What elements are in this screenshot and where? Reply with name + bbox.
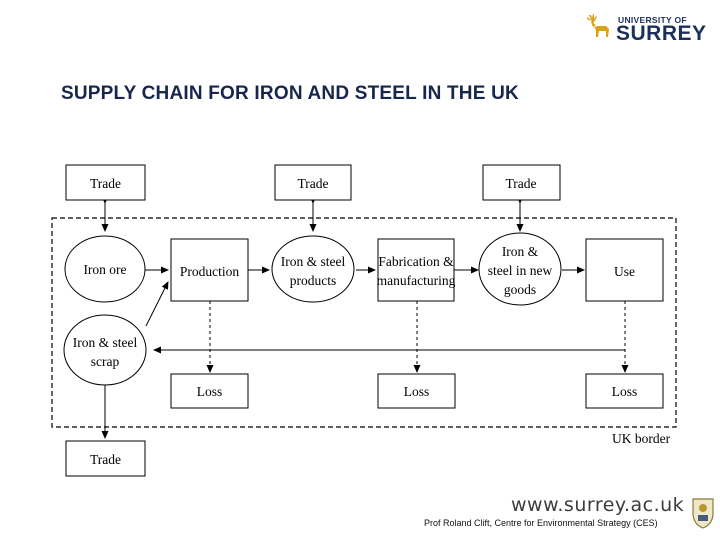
website-url: www.surrey.ac.uk	[511, 494, 685, 516]
trade-box-new-goods: Trade	[482, 164, 561, 201]
trade-box-iron-ore: Trade	[65, 164, 146, 201]
trade-box-products: Trade	[274, 164, 352, 201]
new-goods-label-line2: steel in new	[488, 263, 553, 278]
fabrication-label-line2: manufacturing	[377, 273, 456, 288]
fabrication-label-line1: Fabrication &	[378, 254, 454, 269]
loss-box-production: Loss	[170, 373, 249, 409]
loss-box-fabrication: Loss	[377, 373, 456, 409]
trade-label: Trade	[90, 452, 121, 467]
scrap-node: Iron & steel scrap	[63, 314, 147, 386]
use-label: Use	[614, 264, 635, 279]
logo-line-surrey: SURREY	[616, 22, 707, 45]
products-label-line1: Iron & steel	[281, 254, 346, 269]
products-node: Iron & steel products	[271, 235, 355, 303]
loss-box-use: Loss	[585, 373, 664, 409]
logo-line-university-of: UNIVERSITY OF	[618, 15, 687, 25]
loss-label: Loss	[197, 384, 223, 399]
trade-label: Trade	[90, 176, 121, 191]
uk-border-boundary	[51, 217, 677, 428]
crest-icon	[692, 498, 714, 529]
trade-box-scrap: Trade	[65, 440, 146, 477]
loss-label: Loss	[404, 384, 430, 399]
scrap-label-line2: scrap	[91, 354, 120, 369]
iron-ore-node: Iron ore	[64, 235, 146, 303]
products-label-line2: products	[290, 273, 337, 288]
production-label: Production	[180, 264, 239, 279]
stag-icon	[587, 14, 609, 37]
university-logo: UNIVERSITY OF SURREY	[584, 12, 707, 48]
scrap-label-line1: Iron & steel	[73, 335, 138, 350]
new-goods-node: Iron & steel in new goods	[478, 232, 562, 306]
author-credit: Prof Roland Clift, Centre for Environmen…	[424, 518, 658, 528]
use-node: Use	[585, 238, 664, 302]
loss-label: Loss	[612, 384, 638, 399]
new-goods-label-line1: Iron &	[502, 244, 539, 259]
trade-label: Trade	[297, 176, 328, 191]
page-title: SUPPLY CHAIN FOR IRON AND STEEL IN THE U…	[61, 83, 519, 104]
trade-label: Trade	[505, 176, 536, 191]
new-goods-label-line3: goods	[504, 282, 536, 297]
uk-border-label: UK border	[612, 431, 671, 446]
iron-ore-label: Iron ore	[83, 262, 126, 277]
fabrication-node: Fabrication & manufacturing	[377, 238, 456, 302]
arrow-scrap-to-production	[145, 281, 169, 327]
production-node: Production	[170, 238, 249, 302]
